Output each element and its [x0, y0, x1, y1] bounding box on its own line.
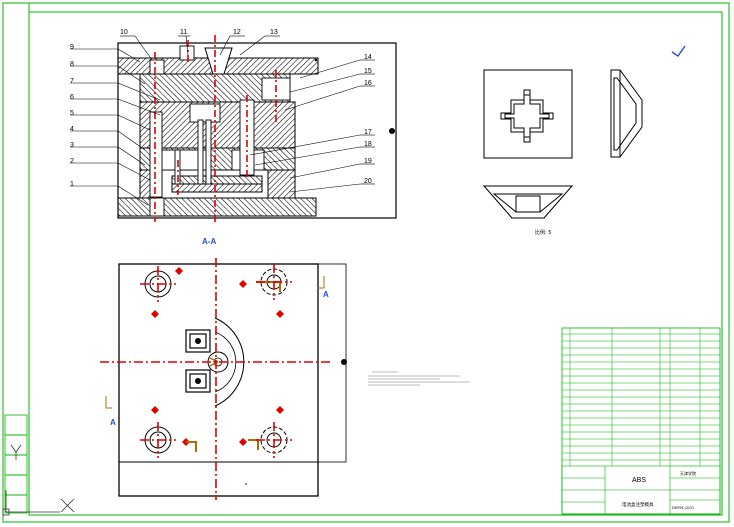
callout-18: 18 — [364, 141, 372, 148]
plan-center-lines — [100, 258, 330, 500]
callout-19: 19 — [364, 158, 372, 165]
spacer-right — [267, 169, 296, 199]
school-name: 天津学院 — [680, 470, 696, 476]
callout-3: 3 — [70, 142, 74, 149]
drawing-number: DMYM-(2)01 — [672, 506, 694, 510]
section-center-lines — [154, 35, 277, 225]
material-label: ABS — [632, 477, 646, 484]
callout-14: 14 — [364, 54, 372, 61]
callout-8: 8 — [70, 61, 74, 68]
technical-notes — [368, 371, 470, 386]
callout-15: 15 — [364, 68, 372, 75]
section-view — [117, 35, 397, 225]
plan-view: A A — [100, 258, 347, 500]
drawing-name: 电池盒注塑模具 — [622, 501, 654, 508]
callout-7: 7 — [70, 78, 74, 85]
callout-numbers: 1 2 3 4 5 6 7 8 9 10 11 12 13 14 15 16 1… — [70, 29, 372, 188]
callout-12: 12 — [233, 29, 241, 36]
part-front-view — [482, 185, 574, 219]
part-caption: 比例: 5 — [535, 229, 551, 236]
binding-strip — [4, 414, 28, 514]
callout-6: 6 — [70, 94, 74, 101]
part-top-view — [483, 69, 573, 159]
back-plate-outline — [117, 42, 397, 219]
ucs-icon — [2, 444, 75, 516]
plan-plate — [118, 263, 319, 497]
callout-16: 16 — [364, 80, 372, 87]
bom-rows — [562, 333, 720, 461]
title-block: ABS 电池盒注塑模具 DMYM-(2)01 天津学院 — [561, 327, 721, 515]
callout-13: 13 — [270, 29, 278, 36]
callout-17: 17 — [364, 129, 372, 136]
bom-columns — [569, 328, 701, 466]
part-side-view — [610, 69, 643, 158]
callout-5: 5 — [70, 110, 74, 117]
check-mark-icon — [671, 45, 686, 57]
ejector-plate — [171, 175, 263, 185]
callout-9: 9 — [70, 44, 74, 51]
section-marker-bottom: A — [110, 418, 116, 427]
screw-marks — [151, 267, 284, 446]
callout-leaders — [70, 35, 375, 206]
callout-1: 1 — [70, 181, 74, 188]
callout-20: 20 — [364, 178, 372, 185]
callout-10: 10 — [120, 29, 128, 36]
inner-border — [28, 11, 723, 516]
section-caption: A-A — [202, 237, 216, 246]
callout-4: 4 — [70, 126, 74, 133]
bottom-clamp-plate — [117, 197, 317, 217]
ejector-retainer — [171, 183, 263, 193]
callout-2: 2 — [70, 158, 74, 165]
section-marker-top: A — [323, 290, 329, 299]
sprue-bushing — [204, 47, 233, 75]
callout-11: 11 — [180, 29, 187, 36]
